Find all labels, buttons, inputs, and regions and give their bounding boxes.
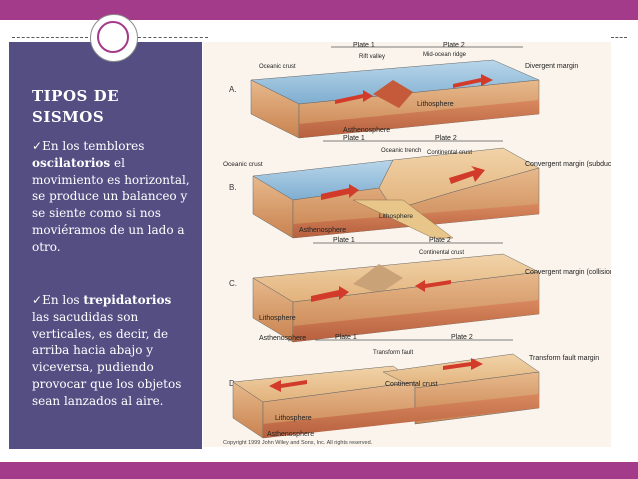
dashed-divider-right [138,37,208,38]
panel-a-arrow-right [453,74,493,88]
panel-a-rift [373,80,413,108]
bullet2-text-pre: En los [42,293,84,307]
panel-b-plate1-label: Plate 1 [343,135,365,142]
dashed-divider-left [12,37,88,38]
panel-a-letter: A. [229,85,237,94]
panel-b: B. Plate 1 Plate 2 Oceanic crust Oceanic… [223,135,611,239]
bullet-trepidatorios: ✓En los trepidatorios las sacudidas son … [32,292,192,410]
checkmark-icon: ✓ [32,139,43,153]
panel-a-asthenosphere-label: Asthenosphere [343,127,390,134]
panel-d: D. Plate 1 Plate 2 Transform fault Conti… [229,334,599,439]
panel-c-letter: C. [229,279,237,288]
panel-b-lithosphere-label: Lithosphere [379,213,413,220]
bottom-accent-bar [0,462,638,479]
panel-d-arrow-left [269,380,307,392]
panel-a-ridge-label: Mid-ocean ridge [423,52,467,58]
slide-title: TIPOS DE SISMOS [32,86,192,128]
panel-c-plate1-label: Plate 1 [333,237,355,244]
panel-d-margin-type: Transform fault margin [529,355,599,362]
decorative-circle-ring [97,21,129,53]
panel-b-plate2-label: Plate 2 [435,135,457,142]
panel-b-arrow-left [321,184,359,200]
sidebar-panel [9,42,202,449]
bullet2-text-post: las sacudidas son verticales, es decir, … [32,309,182,408]
panel-a: A. Plate 1 Plate 2 Oceanic crust Rift va… [229,42,578,139]
panel-c-mountains [353,264,403,294]
panel-d-lithosphere-label: Lithosphere [275,415,312,422]
bullet1-keyword: oscilatorios [32,155,111,170]
panel-a-plate2-label: Plate 2 [443,42,465,49]
panel-c-asthenosphere-label: Asthenosphere [259,335,306,342]
panel-d-plate1-label: Plate 1 [335,334,357,341]
panel-a-rift-valley-label: Rift valley [359,54,385,60]
bullet1-text-pre: En los temblores [42,139,145,153]
panel-b-asthenosphere-label: Asthenosphere [299,227,346,234]
panel-d-asthenosphere-band [263,394,539,438]
checkmark-icon: ✓ [32,293,43,307]
panel-a-oceanic-crust-label: Oceanic crust [259,64,296,70]
panel-c: C. Plate 1 Plate 2 Continental crust Lit… [229,237,611,343]
panel-d-plate2-label: Plate 2 [451,334,473,341]
figure-copyright: Copyright 1999 John Wiley and Sons, Inc.… [223,440,373,446]
panel-d-arrow-right [443,358,483,370]
bullet-oscilatorios: ✓En los temblores oscilatorios el movimi… [32,138,192,256]
panel-a-margin-type: Divergent margin [525,63,578,70]
panel-a-asthenosphere-band [299,100,539,138]
panel-d-continental-crust-label: Continental crust [385,381,438,388]
panel-c-arrow-left [311,286,349,302]
panel-b-arrow-right [449,166,485,184]
panel-b-subducting-slab [352,199,454,239]
panel-a-arrow-left [335,90,373,104]
panel-b-continental-crust-label: Continental crust [427,150,472,156]
bullet2-keyword: trepidatorios [83,293,172,307]
panel-c-arrow-right [415,280,451,292]
panel-c-plate2-label: Plate 2 [429,237,451,244]
panel-b-trench-label: Oceanic trench [381,148,421,154]
panel-b-oceanic-crust-label: Oceanic crust [223,161,263,168]
panel-a-plate1-label: Plate 1 [353,42,375,49]
bullet1-text-post: el movimiento es horizontal, se produce … [32,155,190,254]
title-line-2: SISMOS [32,108,105,126]
top-accent-bar [0,0,638,20]
panel-b-margin-type: Convergent margin (subduction) [525,161,611,168]
title-line-1: TIPOS DE [32,87,120,105]
panel-a-lithosphere-label: Lithosphere [417,101,454,108]
panel-d-asthenosphere-label: Asthenosphere [267,431,314,438]
dashed-divider-far-right [611,37,627,38]
panel-c-asthenosphere-band [293,300,539,342]
panel-c-lithosphere-label: Lithosphere [259,315,296,322]
panel-c-continental-crust-label: Continental crust [419,250,464,256]
panel-d-transform-fault-label: Transform fault [373,350,413,356]
panel-c-margin-type: Convergent margin (collision) [525,269,611,276]
panel-b-letter: B. [229,183,237,192]
plate-boundaries-figure: A. Plate 1 Plate 2 Oceanic crust Rift va… [203,42,611,447]
